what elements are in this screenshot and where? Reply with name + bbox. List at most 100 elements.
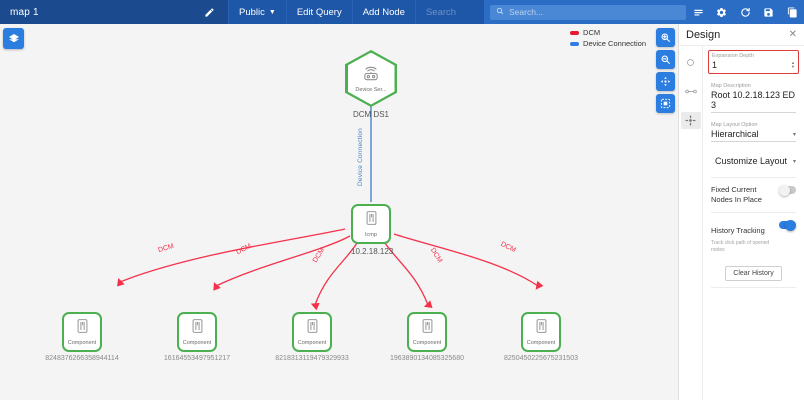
node-inner-label: Component (526, 340, 556, 346)
expansion-depth-stepper[interactable]: ▲▼ (791, 60, 795, 69)
link-style-icon[interactable] (681, 83, 701, 100)
node-inner-label: Device Ser... (355, 86, 387, 93)
copy-icon[interactable] (780, 0, 804, 24)
node-inner-label: Component (297, 340, 327, 346)
refresh-icon[interactable] (733, 0, 757, 24)
fixed-nodes-label: Fixed Current Nodes In Place (711, 185, 762, 205)
design-panel-header: Design ✕ (679, 24, 804, 46)
edge-dcm-3 (310, 242, 358, 311)
node-inner-label: Icmp (365, 232, 377, 238)
node-component[interactable]: Component 8250450225675231503 (504, 312, 601, 362)
expansion-depth-field[interactable]: Expansion Depth 1 ▲▼ (708, 50, 799, 74)
search-placeholder: Search... (509, 7, 544, 17)
chevron-down-icon: ▾ (792, 158, 796, 165)
panel-title: Design (686, 28, 721, 41)
edge-dcm-1 (117, 228, 346, 287)
pencil-icon[interactable] (190, 0, 228, 24)
node-caption: 8250450225675231503 (504, 355, 578, 362)
clear-history-button[interactable]: Clear History (725, 266, 782, 282)
legend-label-device-connection: Device Connection (583, 39, 646, 48)
component-icon (534, 318, 549, 339)
node-shape: Component (62, 312, 102, 352)
device-server-icon (361, 65, 381, 87)
component-icon (420, 318, 435, 339)
history-tracking-toggle[interactable] (779, 219, 796, 231)
legend-item: Device Connection (570, 38, 646, 49)
edge-dcm-5 (393, 233, 544, 290)
node-shape: Component (177, 312, 217, 352)
map-title: map 1 (10, 6, 39, 18)
search-icon (496, 7, 504, 17)
fixed-nodes-toggle[interactable] (779, 184, 796, 196)
component-icon (190, 318, 205, 339)
left-search-placeholder: Search (425, 6, 457, 18)
node-inner-label: Component (67, 340, 97, 346)
top-toolbar: map 1 Public ▼ Edit Query Add Node Searc… (0, 0, 804, 24)
design-panel: Design ✕ Expansion Depth 1 (678, 24, 804, 400)
node-shape: Icmp (351, 204, 391, 244)
map-description-field[interactable]: Map Description Root 10.2.18.123 ED 3 (711, 83, 796, 113)
visibility-dropdown[interactable]: Public ▼ (228, 0, 287, 24)
edge-dcm-4 (384, 242, 433, 308)
node-component[interactable]: Component 8218313119479329933 (275, 312, 372, 362)
add-node-label: Add Node (362, 6, 405, 18)
node-icmp[interactable]: Icmp 10.2.18.123 (351, 204, 393, 256)
fixed-nodes-row: Fixed Current Nodes In Place (711, 177, 796, 212)
legend-swatch-dcm (570, 30, 580, 35)
node-shape: Component (407, 312, 447, 352)
legend-swatch-device-connection (570, 41, 580, 46)
gear-icon[interactable] (710, 0, 734, 24)
component-icon (305, 318, 320, 339)
zoom-out-icon[interactable] (656, 50, 675, 69)
icmp-device-icon (364, 210, 379, 231)
layout-settings-icon[interactable] (680, 112, 701, 129)
node-component[interactable]: Component 8248376266358944114 (45, 312, 142, 362)
history-tracking-row: History Tracking Track click path of ope… (711, 212, 796, 261)
customize-layout-label: Customize Layout (715, 156, 788, 166)
edge-label-device-connection: Device Connection (357, 128, 364, 186)
save-icon[interactable] (757, 0, 781, 24)
node-caption: 1963890134085325680 (390, 355, 464, 362)
history-tracking-sub: Track click path of opened nodes (711, 240, 770, 254)
design-panel-fields: Expansion Depth 1 ▲▼ Map Description Roo… (703, 46, 804, 400)
node-caption: 8248376266358944114 (45, 355, 119, 362)
expansion-depth-value: 1 (712, 60, 718, 70)
zoom-in-icon[interactable] (656, 28, 675, 47)
fit-to-screen-icon[interactable] (656, 72, 675, 91)
component-icon (75, 318, 90, 339)
map-layout-option-field[interactable]: Map Layout Option Hierarchical ▾ (711, 122, 796, 142)
map-description-label: Map Description (711, 83, 751, 89)
hexagon-shape: Device Ser... (345, 50, 397, 107)
node-component[interactable]: Component 1963890134085325680 (390, 312, 487, 362)
edit-query-button[interactable]: Edit Query (286, 0, 353, 24)
zoom-toolbar (656, 28, 675, 113)
chevron-down-icon: ▼ (268, 8, 276, 16)
left-search-input[interactable]: Search (415, 0, 484, 24)
design-panel-rail (679, 46, 703, 400)
graph-canvas[interactable]: DCM Device Connection (0, 24, 678, 400)
add-node-button[interactable]: Add Node (352, 0, 416, 24)
close-icon[interactable]: ✕ (788, 29, 797, 40)
node-caption: DCM DS1 (352, 110, 389, 119)
node-component[interactable]: Component 16164553497951217 (164, 312, 257, 362)
node-caption: 16164553497951217 (163, 355, 231, 362)
node-shape: Component (292, 312, 332, 352)
map-layout-option-value: Hierarchical (711, 129, 759, 139)
legend-item: DCM (570, 27, 646, 38)
node-device-server[interactable]: Device Ser... DCM DS1 (345, 50, 397, 119)
node-caption: 10.2.18.123 (351, 247, 394, 256)
node-inner-label: Component (182, 340, 212, 346)
history-tracking-label: History Tracking (711, 226, 765, 236)
expansion-depth-label: Expansion Depth (712, 53, 754, 59)
customize-layout-accordion[interactable]: Customize Layout ▾ (711, 156, 796, 168)
layers-icon[interactable] (3, 28, 24, 49)
node-style-icon[interactable] (681, 54, 701, 71)
select-region-icon[interactable] (656, 94, 675, 113)
visibility-label: Public (239, 6, 265, 18)
list-icon[interactable] (686, 0, 710, 24)
search-input[interactable]: Search... (490, 4, 687, 20)
map-description-value: Root 10.2.18.123 ED 3 (711, 90, 796, 110)
node-shape: Component (521, 312, 561, 352)
node-caption: 8218313119479329933 (275, 355, 349, 362)
